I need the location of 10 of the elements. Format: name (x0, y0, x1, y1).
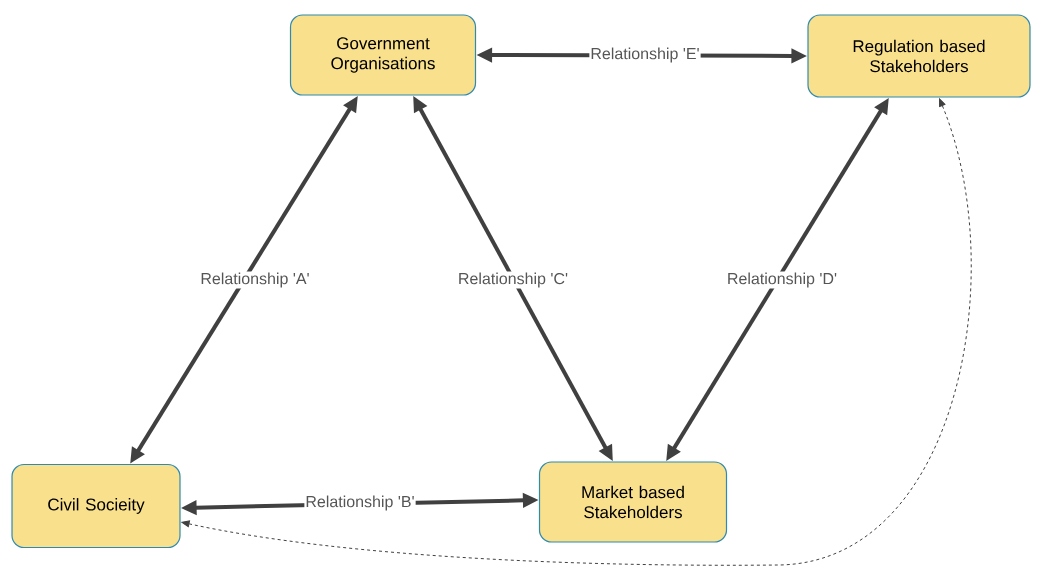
stakeholder-box: Regulation based Stakeholders (807, 14, 1031, 98)
stakeholder-box: Government Organisations (289, 14, 477, 96)
stakeholder-box: Civil Socieity (11, 463, 181, 549)
edge-label: Relationship 'B' (304, 494, 416, 512)
stakeholder-box: Market based Stakeholders (538, 461, 728, 543)
arrow (181, 98, 972, 566)
edge-label: Relationship 'C' (456, 271, 570, 289)
edge-label: Relationship 'D' (725, 271, 839, 289)
edge-label: Relationship 'A' (199, 271, 311, 289)
edge-label: Relationship 'E' (589, 46, 701, 64)
